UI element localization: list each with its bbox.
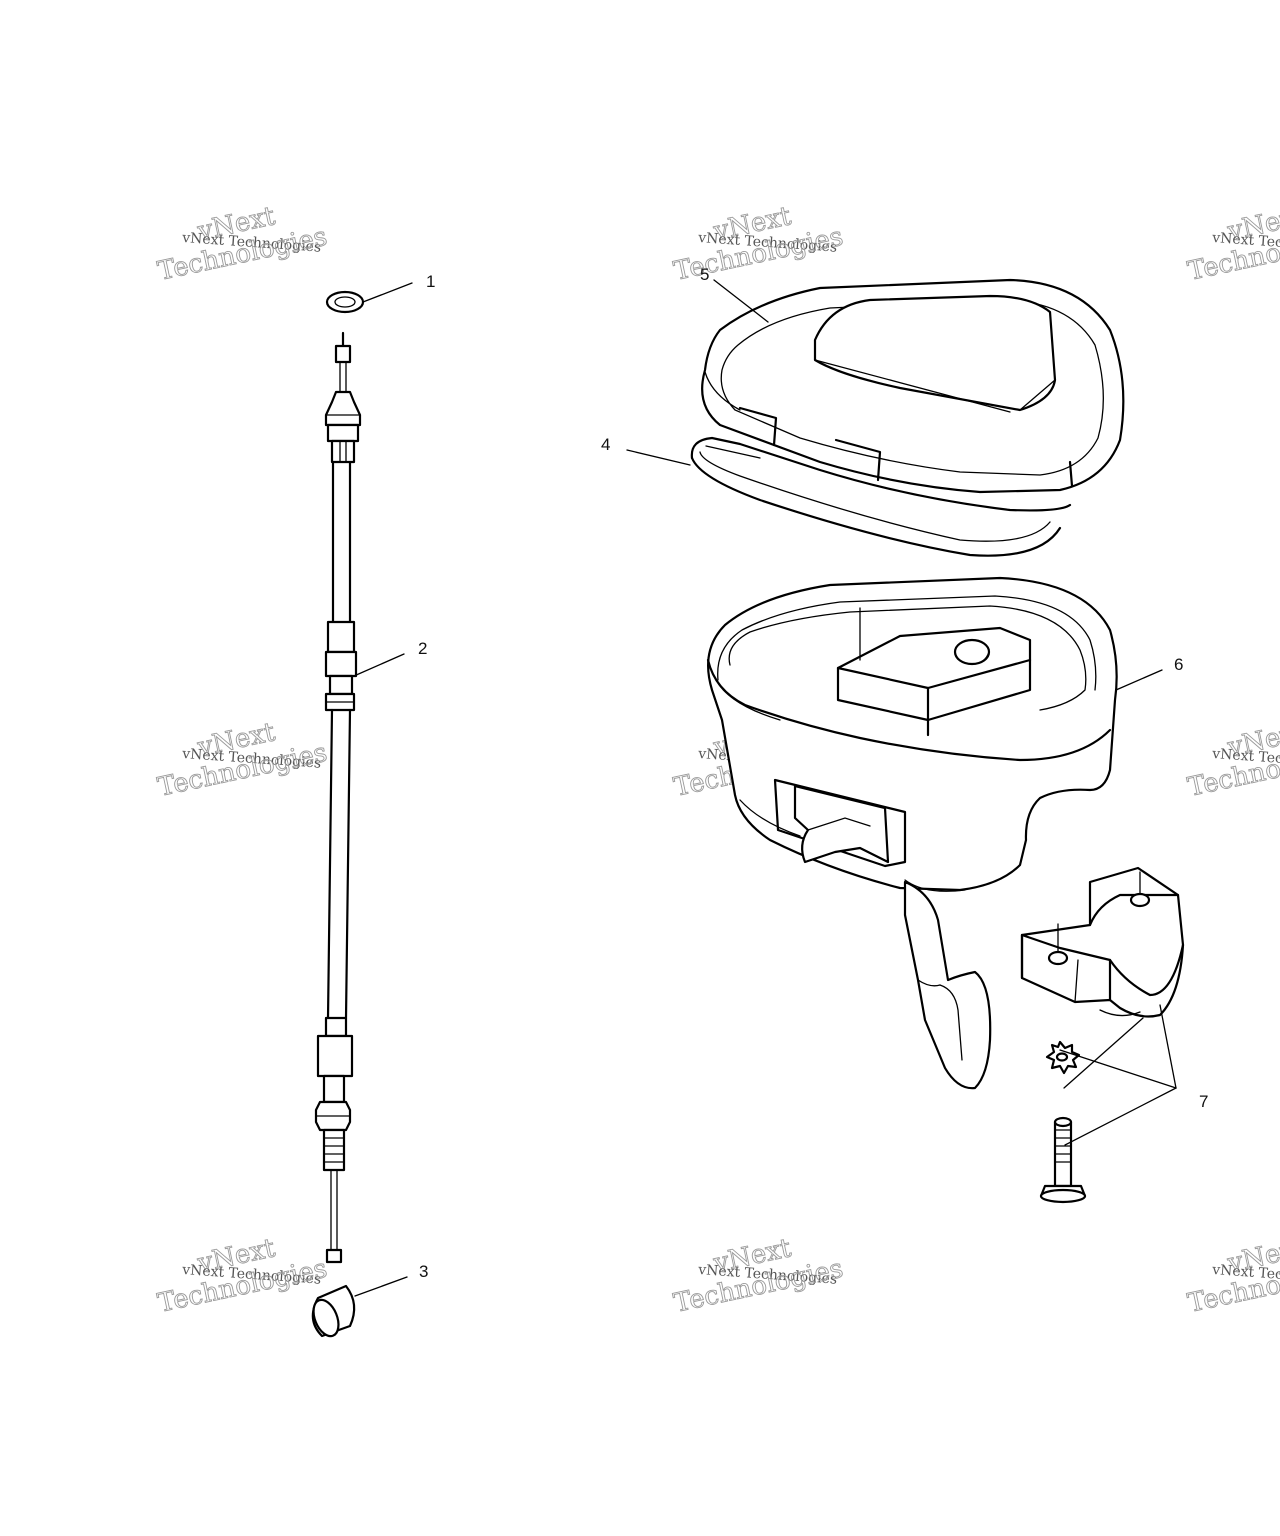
part-cable <box>314 331 362 1264</box>
watermark: vNext vNext Technologies Technologies <box>155 201 330 288</box>
part-clamp-kit <box>1020 866 1185 1204</box>
callout-4: 4 <box>601 435 610 454</box>
callout-leaders <box>353 279 1177 1297</box>
leader-7c <box>1159 1004 1177 1089</box>
watermark: vNext vNext Technologies Technologies <box>155 717 330 804</box>
part-washer <box>325 290 365 314</box>
leader-4 <box>626 449 691 466</box>
part-housing <box>706 576 1118 1090</box>
leader-6 <box>1115 669 1163 691</box>
leader-7d <box>1063 1017 1144 1089</box>
callout-labels: 1 2 3 4 5 6 7 <box>418 265 1208 1281</box>
leader-5 <box>713 279 769 323</box>
callout-1: 1 <box>426 272 435 291</box>
part-cover <box>701 278 1125 494</box>
callout-6: 6 <box>1174 655 1183 674</box>
leader-3 <box>354 1276 408 1297</box>
callout-7: 7 <box>1199 1092 1208 1111</box>
leader-7b <box>1064 1087 1177 1146</box>
leader-1 <box>362 282 413 303</box>
part-gasket <box>690 436 1072 557</box>
watermark: vNext vNext Technologies Technologies <box>671 201 846 288</box>
watermark: vNext vNext Technologies Technologies <box>1185 1233 1280 1320</box>
watermark: vNext vNext Technologies Technologies <box>155 1233 330 1320</box>
part-barrel-end <box>311 1284 356 1338</box>
callout-5: 5 <box>700 265 709 284</box>
callout-3: 3 <box>419 1262 428 1281</box>
leader-2 <box>353 653 405 677</box>
callout-2: 2 <box>418 639 427 658</box>
watermark: vNext vNext Technologies Technologies <box>671 1233 846 1320</box>
watermark: vNext vNext Technologies Technologies <box>1185 201 1280 288</box>
leader-7a <box>1059 1049 1177 1089</box>
watermark: vNext vNext Technologies Technologies <box>1185 717 1280 804</box>
